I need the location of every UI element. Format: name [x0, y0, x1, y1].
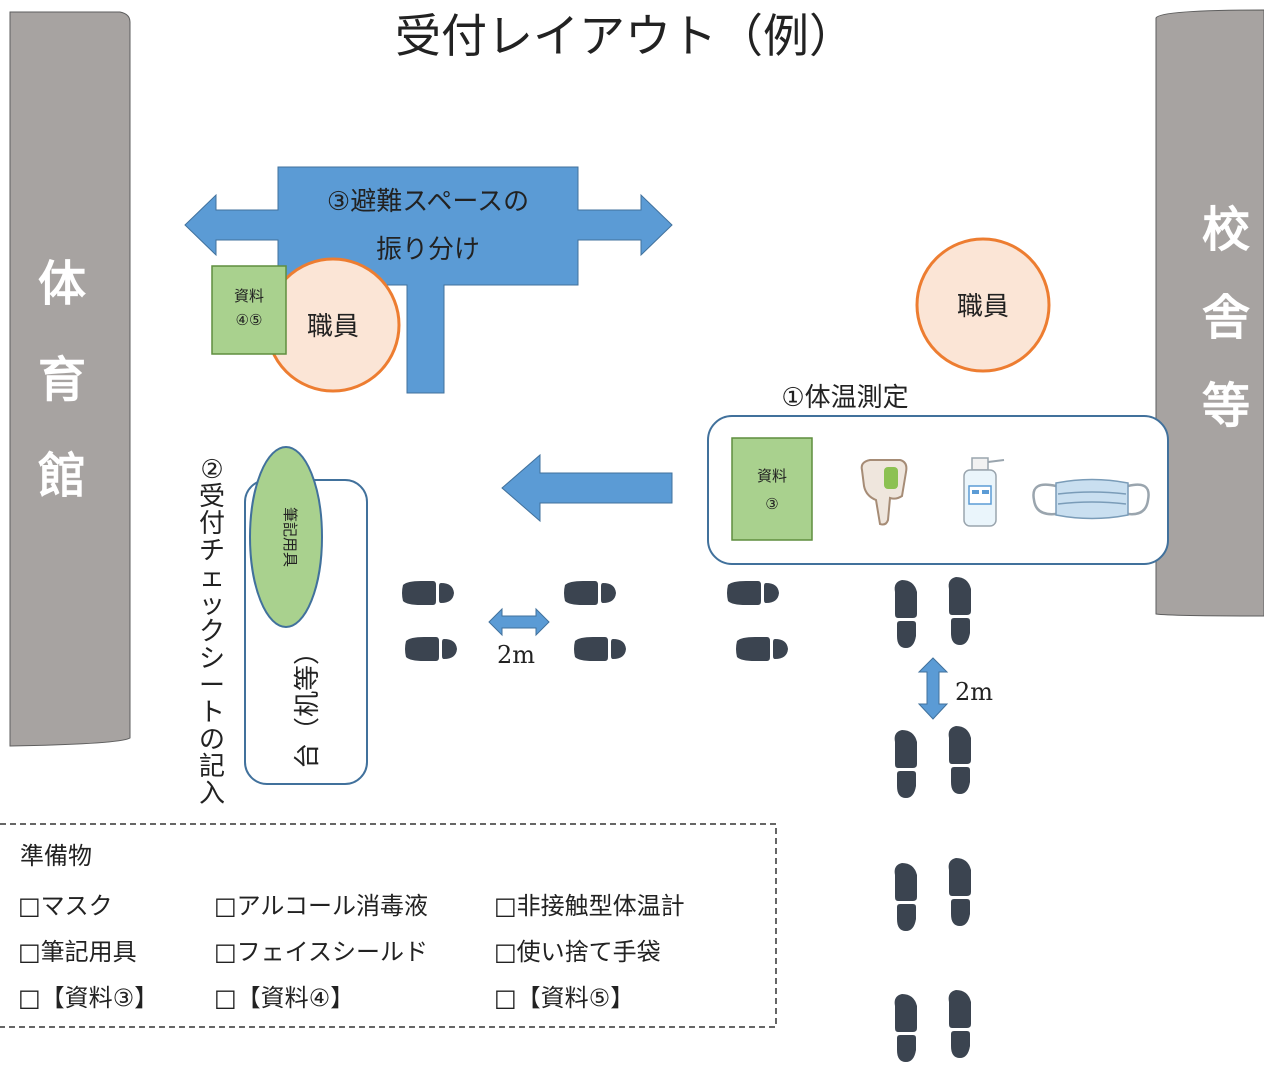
desk-label: 台（机等）	[293, 639, 323, 769]
sorting-label-line1: ③避難スペースの	[327, 187, 529, 217]
prep-item: □マスク	[18, 892, 113, 920]
document-4-5: 資料 ④⑤	[211, 265, 287, 355]
footprint	[948, 858, 971, 926]
footprint	[894, 730, 917, 798]
footprints-horizontal	[402, 581, 788, 661]
distance-label-vertical: 2m	[955, 678, 993, 706]
preparation-list: 準備物 □マスク □アルコール消毒液 □非接触型体温計 □筆記用具 □フェイスシ…	[0, 823, 777, 1028]
preparation-heading: 準備物	[20, 842, 92, 870]
footprint	[948, 577, 971, 645]
footprint	[564, 581, 616, 605]
footprint	[894, 994, 917, 1062]
footprint	[574, 637, 626, 661]
staff-right: 職員	[915, 237, 1051, 373]
footprint	[948, 726, 971, 794]
footprint	[894, 863, 917, 931]
distance-arrow-horizontal	[488, 607, 550, 637]
sorting-arrow: ③避難スペースの 振り分け	[184, 166, 673, 394]
writing-tools-label: 筆記用具	[281, 507, 299, 567]
footprint	[894, 580, 917, 648]
staff-left: 職員	[265, 257, 401, 393]
mask-icon	[1032, 478, 1150, 520]
sanitizer-icon	[963, 457, 1005, 527]
staff-left-label: 職員	[307, 312, 359, 342]
prep-item: □非接触型体温計	[494, 892, 685, 920]
footprint	[402, 581, 454, 605]
prep-item: □筆記用具	[18, 938, 137, 966]
temperature-station: 資料 ③	[707, 415, 1169, 565]
prep-item: □【資料③】	[18, 984, 158, 1012]
writing-tools	[249, 446, 323, 628]
footprint	[948, 990, 971, 1058]
prep-item: □アルコール消毒液	[214, 892, 428, 920]
school-building-label: 校舎等	[1202, 202, 1250, 434]
gymnasium-building: 体育館	[9, 11, 131, 747]
document-3-line2: ③	[765, 495, 778, 513]
school-building: 校舎等	[1155, 9, 1264, 617]
prep-item: □【資料④】	[214, 984, 354, 1012]
footprint	[727, 581, 779, 605]
sorting-label-line2: 振り分け	[376, 235, 480, 265]
document-4-5-line1: 資料	[234, 287, 264, 305]
footprint	[405, 637, 457, 661]
document-3: 資料 ③	[731, 437, 813, 541]
staff-right-label: 職員	[957, 292, 1009, 322]
gymnasium-label: 体育館	[38, 256, 86, 504]
prep-item: □使い捨て手袋	[494, 938, 661, 966]
page-title: 受付レイアウト（例）	[395, 9, 855, 63]
prep-item: □フェイスシールド	[214, 938, 428, 966]
footprint	[736, 637, 788, 661]
thermometer-icon	[860, 459, 908, 526]
footprints-vertical	[894, 577, 971, 1062]
document-4-5-line2: ④⑤	[236, 311, 263, 329]
prep-item: □【資料⑤】	[494, 984, 634, 1012]
temperature-label: ①体温測定	[781, 383, 908, 413]
distance-arrow-vertical	[917, 657, 949, 720]
direction-arrow-left	[501, 453, 673, 523]
distance-label-horizontal: 2m	[497, 641, 535, 669]
document-3-line1: 資料	[757, 467, 787, 485]
